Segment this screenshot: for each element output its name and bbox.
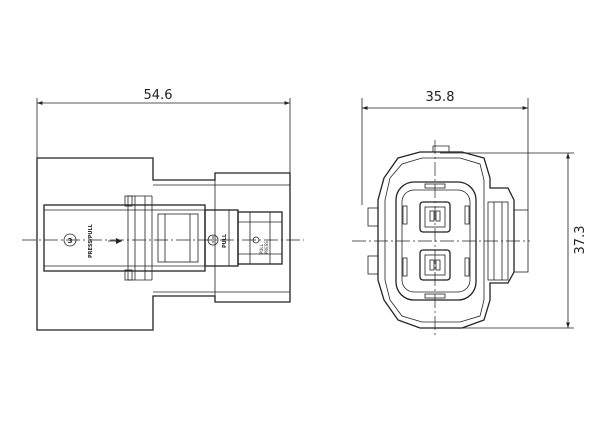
press-pull-label: PRESS/PULL [88,223,94,258]
width-dimension-front: 35.8 [361,90,529,210]
front-height-label: 37.3 [573,226,588,255]
svg-text:3: 3 [68,237,73,245]
pull-press-label-2: PRESS [264,241,269,254]
pull-label: PULL [222,233,228,248]
front-view: 35.8 37.3 [352,90,588,338]
width-dimension-side: 54.6 [36,88,291,176]
front-width-label: 35.8 [426,90,455,105]
side-view: 54.6 3 PRESS/PULL PULL [22,88,304,331]
side-outer-body [36,157,291,331]
front-outer-housing [377,151,515,329]
pull-press-label-1: PULL [259,243,264,254]
connector-nose [237,211,283,265]
side-width-label: 54.6 [144,88,173,103]
height-dimension-front: 37.3 [440,152,588,329]
